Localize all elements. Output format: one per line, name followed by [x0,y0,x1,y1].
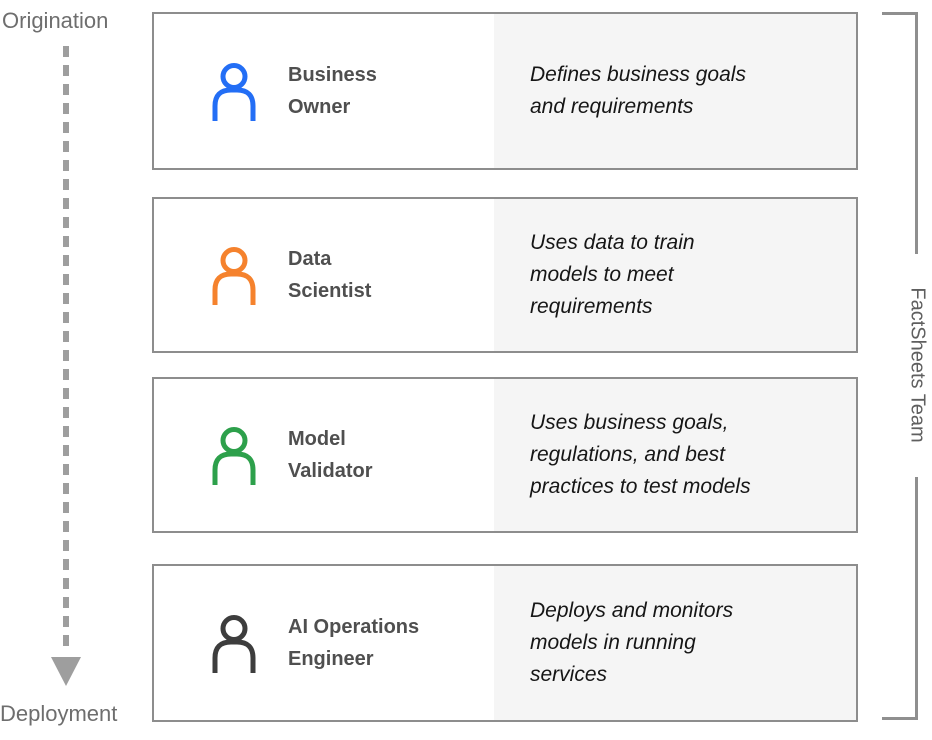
role-identity: Business Owner [154,14,494,168]
role-card-data-scientist: Data Scientist Uses data to train models… [152,197,858,353]
flow-dashed-line [63,46,69,652]
role-identity: AI Operations Engineer [154,566,494,720]
role-description-panel: Uses data to train models to meet requir… [494,199,856,351]
role-description-panel: Uses business goals, regulations, and be… [494,379,856,531]
role-name: Business Owner [288,64,377,118]
person-icon [212,245,256,305]
bracket-top-tick [882,12,918,15]
person-icon [212,613,256,673]
role-name: AI Operations Engineer [288,616,420,670]
role-name: Data Scientist [288,248,372,302]
role-identity: Data Scientist [154,199,494,351]
arrow-down-icon [51,657,81,686]
role-description: Uses business goals, regulations, and be… [530,411,751,498]
role-card-model-validator: Model Validator Uses business goals, reg… [152,377,858,533]
role-description: Defines business goals and requirements [530,63,746,118]
role-card-ai-operations-engineer: AI Operations Engineer Deploys and monit… [152,564,858,722]
flow-start-label: Origination [2,8,109,33]
person-icon [212,425,256,485]
role-description: Uses data to train models to meet requir… [530,231,695,318]
bracket-label: FactSheets Team [906,287,929,443]
bracket-bottom-line [915,477,918,720]
role-name: Model Validator [288,428,373,482]
role-identity: Model Validator [154,379,494,531]
role-card-business-owner: Business Owner Defines business goals an… [152,12,858,170]
role-description: Deploys and monitors models in running s… [530,599,734,686]
flow-end-label: Deployment [0,701,118,726]
bracket-bottom-tick [882,717,918,720]
role-description-panel: Deploys and monitors models in running s… [494,566,856,720]
person-icon [212,61,256,121]
bracket-top-line [915,12,918,254]
role-description-panel: Defines business goals and requirements [494,14,856,168]
